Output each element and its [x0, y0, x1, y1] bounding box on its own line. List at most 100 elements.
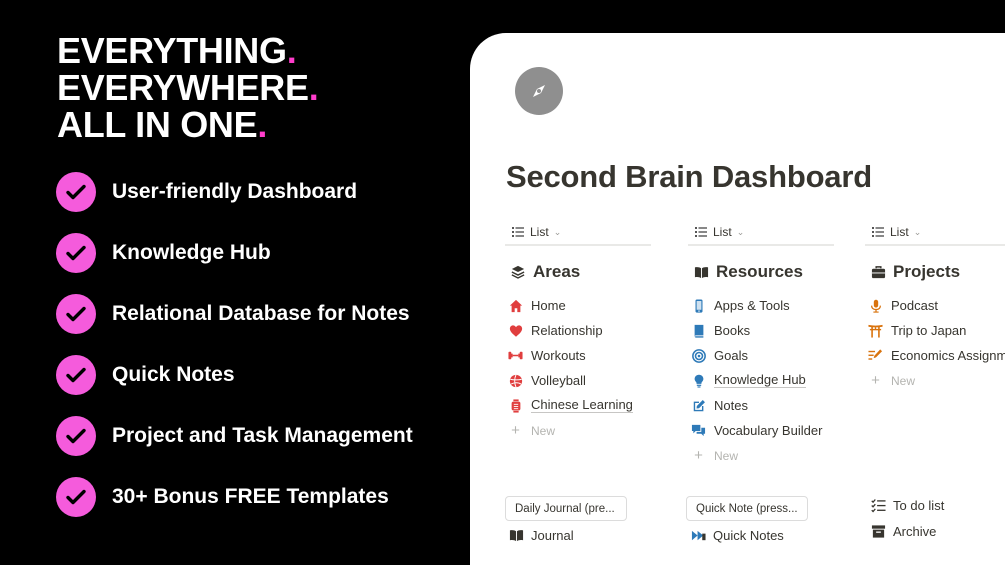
quick-notes-link-label: Quick Notes [713, 527, 784, 543]
lantern-icon [508, 398, 523, 413]
areas-heading[interactable]: Areas [505, 260, 655, 284]
view-selector-projects[interactable]: List ⌄ [865, 220, 1005, 246]
daily-journal-button[interactable]: Daily Journal (pre... [505, 496, 627, 521]
feature-label: Relational Database for Notes [112, 302, 410, 325]
item-label: Home [531, 298, 566, 313]
volleyball-icon [508, 373, 523, 388]
projects-column: List ⌄ Projects Podcast Trip to Japan Ec… [865, 220, 1005, 393]
new-item-button[interactable]: + New [865, 368, 1005, 393]
feature-item: Knowledge Hub [56, 233, 413, 273]
heart-icon [508, 323, 523, 338]
todo-list-link[interactable]: To do list [870, 497, 944, 513]
checkmark-icon [56, 294, 96, 334]
journal-link-label: Journal [531, 527, 574, 543]
headline: EVERYTHING. EVERYWHERE. ALL IN ONE. [57, 30, 319, 145]
headline-line-2: EVERYWHERE. [57, 67, 319, 108]
archive-link[interactable]: Archive [870, 523, 936, 539]
view-selector-resources[interactable]: List ⌄ [688, 220, 834, 246]
plus-icon: + [511, 422, 520, 439]
view-label: List [713, 225, 732, 239]
chat-icon [691, 423, 706, 438]
list-item-podcast[interactable]: Podcast [865, 293, 1005, 318]
new-item-button[interactable]: + New [505, 418, 655, 443]
feature-label: 30+ Bonus FREE Templates [112, 485, 389, 508]
list-item-economics-assignment[interactable]: Economics Assignment [865, 343, 1005, 368]
headline-line-3: ALL IN ONE. [57, 104, 268, 145]
feature-item: User-friendly Dashboard [56, 172, 413, 212]
list-item-home[interactable]: Home [505, 293, 655, 318]
feature-item: Relational Database for Notes [56, 294, 413, 334]
feature-label: Quick Notes [112, 363, 235, 386]
compass-icon[interactable] [515, 67, 563, 115]
projects-heading[interactable]: Projects [865, 260, 1005, 284]
checkmark-icon [56, 172, 96, 212]
journal-link[interactable]: Journal [508, 527, 574, 543]
write-icon [868, 348, 883, 363]
view-selector-areas[interactable]: List ⌄ [505, 220, 651, 246]
item-label: Books [714, 323, 751, 338]
areas-column: List ⌄ Areas Home Relationship Workouts … [505, 220, 655, 443]
list-item-notes[interactable]: Notes [688, 393, 838, 418]
item-label: Vocabulary Builder [714, 423, 823, 438]
list-icon [512, 227, 524, 237]
checkmark-icon [56, 233, 96, 273]
book-open-icon [508, 527, 524, 543]
promo-panel: EVERYTHING. EVERYWHERE. ALL IN ONE. User… [0, 0, 470, 565]
checkmark-icon [56, 355, 96, 395]
feature-item: 30+ Bonus FREE Templates [56, 477, 413, 517]
view-label: List [530, 225, 549, 239]
list-item-volleyball[interactable]: Volleyball [505, 368, 655, 393]
resources-heading[interactable]: Resources [688, 260, 838, 284]
list-item-relationship[interactable]: Relationship [505, 318, 655, 343]
item-label: Workouts [531, 348, 586, 363]
forward-note-icon [690, 527, 706, 543]
archive-link-label: Archive [893, 523, 937, 539]
feature-label: Knowledge Hub [112, 241, 271, 264]
new-label: New [891, 373, 916, 388]
headline-line-1: EVERYTHING. [57, 30, 297, 71]
list-icon [872, 227, 884, 237]
new-label: New [714, 448, 739, 463]
item-label: Podcast [891, 298, 938, 313]
item-label: Economics Assignment [891, 348, 1005, 363]
feature-item: Project and Task Management [56, 416, 413, 456]
page-title: Second Brain Dashboard [506, 159, 872, 194]
list-item-trip-to-japan[interactable]: Trip to Japan [865, 318, 1005, 343]
feature-label: Project and Task Management [112, 424, 413, 447]
item-label: Volleyball [531, 373, 586, 388]
chevron-down-icon: ⌄ [736, 226, 745, 237]
item-label: Apps & Tools [714, 298, 790, 313]
dashboard-page: Second Brain Dashboard List ⌄ Areas Home… [470, 33, 1005, 565]
list-item-apps-tools[interactable]: Apps & Tools [688, 293, 838, 318]
item-label: Goals [714, 348, 748, 363]
microphone-icon [868, 298, 883, 313]
item-label: Knowledge Hub [714, 372, 806, 388]
phone-icon [691, 298, 706, 313]
todo-list-link-label: To do list [893, 497, 945, 513]
edit-icon [691, 398, 706, 413]
item-label: Relationship [531, 323, 603, 338]
list-item-knowledge-hub[interactable]: Knowledge Hub [688, 368, 838, 393]
list-item-chinese-learning[interactable]: Chinese Learning [505, 393, 655, 418]
home-icon [508, 298, 523, 313]
list-item-vocabulary-builder[interactable]: Vocabulary Builder [688, 418, 838, 443]
plus-icon: + [871, 372, 880, 389]
quick-notes-link[interactable]: Quick Notes [690, 527, 784, 543]
briefcase-icon [870, 264, 886, 280]
item-label: Chinese Learning [531, 397, 633, 413]
list-item-goals[interactable]: Goals [688, 343, 838, 368]
chevron-down-icon: ⌄ [553, 226, 562, 237]
quick-note-button[interactable]: Quick Note (press... [686, 496, 808, 521]
book-icon [691, 323, 706, 338]
stack-icon [510, 264, 526, 280]
torii-icon [868, 323, 883, 338]
feature-item: Quick Notes [56, 355, 413, 395]
list-item-books[interactable]: Books [688, 318, 838, 343]
new-item-button[interactable]: + New [688, 443, 838, 468]
projects-heading-label: Projects [893, 262, 961, 281]
item-label: Notes [714, 398, 748, 413]
resources-column: List ⌄ Resources Apps & Tools Books Goal… [688, 220, 838, 468]
checkmark-icon [56, 477, 96, 517]
list-icon [695, 227, 707, 237]
list-item-workouts[interactable]: Workouts [505, 343, 655, 368]
